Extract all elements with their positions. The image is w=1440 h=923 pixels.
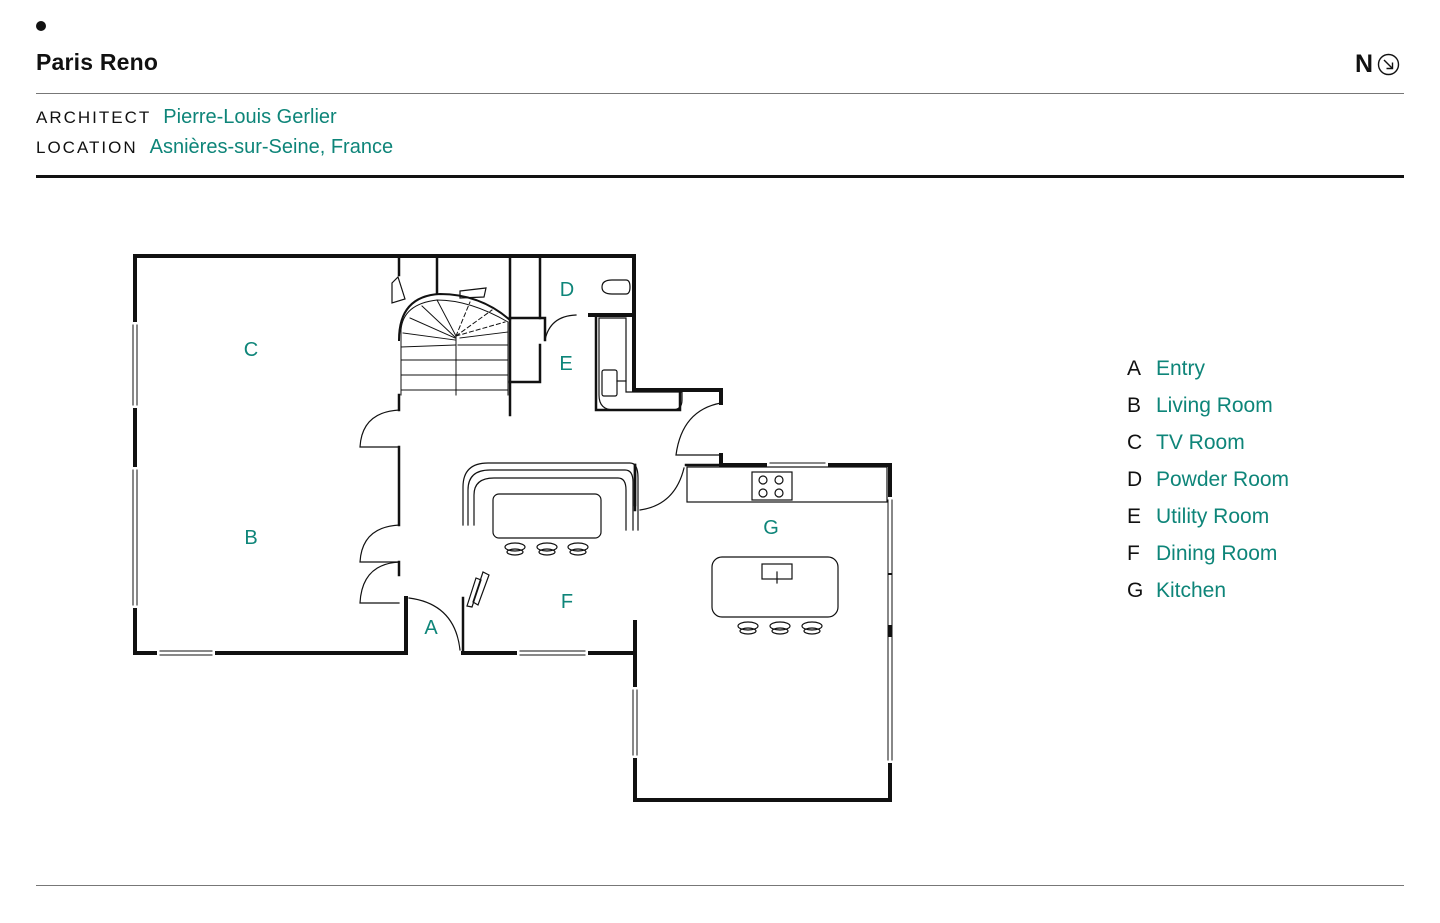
legend-item: G Kitchen — [1127, 579, 1289, 616]
legend-item: C TV Room — [1127, 431, 1289, 468]
room-legend: A Entry B Living Room C TV Room D Powder… — [1127, 357, 1289, 616]
north-label: N — [1355, 50, 1374, 78]
legend-room-name: Dining Room — [1156, 542, 1278, 565]
architect-row: ARCHITECT Pierre-Louis Gerlier — [36, 106, 337, 129]
room-label-a: A — [424, 617, 438, 639]
north-indicator: N — [1355, 50, 1400, 79]
legend-key: D — [1127, 468, 1143, 491]
footer-divider — [36, 885, 1404, 886]
legend-item: E Utility Room — [1127, 505, 1289, 542]
room-label-c: C — [244, 339, 258, 361]
legend-room-name: TV Room — [1156, 431, 1245, 454]
legend-room-name: Living Room — [1156, 394, 1273, 417]
legend-item: D Powder Room — [1127, 468, 1289, 505]
legend-room-name: Kitchen — [1156, 579, 1227, 602]
legend-key: B — [1127, 394, 1142, 417]
architect-value: Pierre-Louis Gerlier — [163, 106, 337, 128]
legend-room-name: Powder Room — [1156, 468, 1290, 491]
legend-item: F Dining Room — [1127, 542, 1289, 579]
location-value: Asnières-sur-Seine, France — [149, 136, 394, 158]
room-label-d: D — [560, 279, 574, 301]
legend-room-name: Entry — [1156, 357, 1206, 380]
room-label-g: G — [763, 517, 779, 539]
legend-item: B Living Room — [1127, 394, 1289, 431]
legend-key: F — [1127, 542, 1140, 565]
header-dot — [36, 21, 46, 31]
page-title: Paris Reno — [36, 49, 159, 75]
legend-key: C — [1127, 431, 1143, 454]
meta-divider — [36, 175, 1404, 178]
legend-key: A — [1127, 357, 1142, 380]
north-arrow-icon — [1377, 53, 1400, 76]
room-label-e: E — [559, 353, 572, 375]
legend-key: G — [1127, 579, 1144, 602]
architect-label: ARCHITECT — [36, 108, 152, 127]
location-label: LOCATION — [36, 138, 138, 157]
header-divider — [36, 93, 1404, 94]
legend-item: A Entry — [1127, 357, 1289, 394]
room-label-b: B — [244, 527, 257, 549]
legend-key: E — [1127, 505, 1142, 528]
legend-room-name: Utility Room — [1156, 505, 1270, 528]
room-label-f: F — [561, 591, 573, 613]
location-row: LOCATION Asnières-sur-Seine, France — [36, 136, 393, 159]
